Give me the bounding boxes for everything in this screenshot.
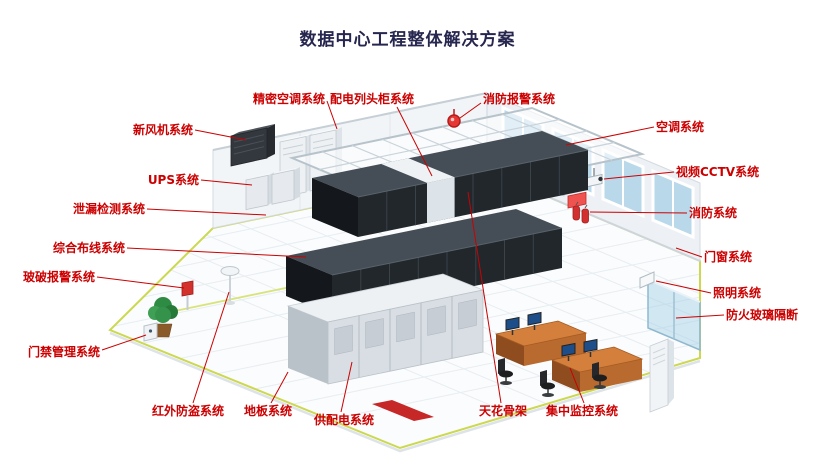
power-distribution-cabinets bbox=[286, 273, 485, 385]
server-rack-row bbox=[312, 131, 589, 237]
leader-line-cctv bbox=[603, 171, 675, 180]
leader-line-leak-detection bbox=[146, 208, 267, 216]
leader-line-cabling bbox=[126, 247, 307, 258]
access-control-panel bbox=[143, 322, 158, 342]
leader-line-fresh-air bbox=[194, 129, 247, 141]
label-ceiling-frame: 天花骨架 bbox=[479, 404, 528, 418]
leader-line-fire-alarm bbox=[459, 102, 482, 119]
label-infrared: 红外防盗系统 bbox=[152, 404, 225, 418]
leader-line-ups bbox=[200, 179, 253, 186]
monitoring-desk bbox=[550, 338, 644, 392]
label-access-control: 门禁管理系统 bbox=[27, 345, 100, 359]
label-power-distribution: 供配电系统 bbox=[314, 413, 375, 427]
monitor-icon bbox=[561, 342, 576, 357]
fire-glass-partition bbox=[647, 278, 701, 352]
window bbox=[601, 147, 645, 219]
red-carpet bbox=[372, 400, 434, 421]
label-fire-protection: 消防系统 bbox=[689, 206, 738, 220]
infrared-detector bbox=[220, 266, 240, 305]
plant bbox=[148, 297, 178, 338]
leader-lines bbox=[96, 100, 725, 413]
label-fresh-air: 新风机系统 bbox=[132, 123, 193, 137]
leader-line-air-conditioning bbox=[565, 126, 655, 146]
leader-line-lighting bbox=[655, 280, 712, 294]
leader-line-pdu bbox=[396, 106, 433, 177]
label-ups: UPS系统 bbox=[147, 173, 199, 187]
monitoring-desk bbox=[494, 311, 588, 366]
floor-shadow bbox=[109, 331, 701, 453]
monitor-icon bbox=[583, 338, 598, 353]
leader-line-fire-protection bbox=[589, 211, 688, 214]
label-lighting: 照明系统 bbox=[713, 286, 762, 300]
leader-line-precision-ac bbox=[326, 100, 338, 130]
page-title: 数据中心工程整体解决方案 bbox=[299, 30, 516, 50]
window bbox=[651, 168, 695, 240]
leader-line-infrared bbox=[192, 291, 230, 404]
label-cabling: 综合布线系统 bbox=[52, 241, 125, 255]
leader-line-fire-glass bbox=[675, 314, 725, 319]
label-air-conditioning: 空调系统 bbox=[656, 120, 705, 134]
leader-line-floor-system bbox=[270, 371, 289, 404]
leader-line-glass-break bbox=[96, 276, 185, 289]
pdu-head-cabinet bbox=[381, 158, 455, 223]
glass-break-alarm-box bbox=[181, 280, 194, 310]
label-fire-glass: 防火玻璃隔断 bbox=[726, 308, 799, 322]
indoor-ac-unit bbox=[649, 338, 674, 413]
label-pdu-row-cabinet: 配电列头柜系统 bbox=[330, 92, 415, 106]
fresh-air-unit bbox=[230, 124, 275, 167]
leader-line-power-distribution bbox=[340, 361, 353, 413]
label-precision-ac: 精密空调系统 bbox=[252, 92, 325, 106]
label-doors-windows: 门窗系统 bbox=[704, 250, 753, 264]
leader-line-central-monitoring bbox=[569, 367, 585, 404]
label-central-monitoring: 集中监控系统 bbox=[546, 404, 619, 418]
leader-line-access-control bbox=[101, 334, 147, 351]
fire-alarm-bell-icon bbox=[447, 109, 461, 128]
monitor-icon bbox=[527, 311, 542, 326]
label-fire-alarm: 消防报警系统 bbox=[483, 92, 556, 106]
leader-line-ceiling-frame bbox=[467, 191, 502, 404]
label-cctv: 视频CCTV系统 bbox=[676, 165, 760, 179]
ups-cabinets bbox=[245, 167, 300, 211]
office-chair bbox=[498, 358, 513, 385]
office-chair bbox=[592, 362, 607, 389]
monitor-icon bbox=[505, 316, 520, 331]
wall-light-fixture bbox=[639, 271, 655, 289]
label-floor-system: 地板系统 bbox=[244, 404, 293, 418]
fire-extinguishers bbox=[567, 191, 589, 224]
office-chair bbox=[540, 370, 555, 397]
label-glass-break: 玻破报警系统 bbox=[22, 270, 95, 284]
leader-line-doors-windows bbox=[675, 247, 703, 258]
label-leak-detection: 泄漏检测系统 bbox=[72, 202, 145, 216]
